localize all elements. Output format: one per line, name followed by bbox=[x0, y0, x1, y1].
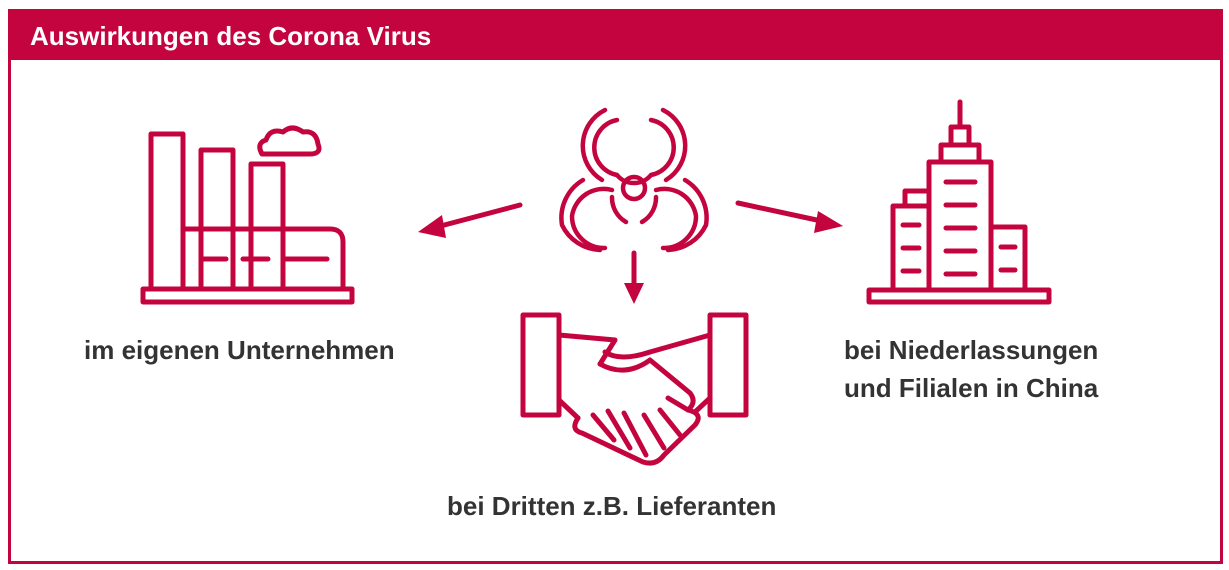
factory-icon bbox=[140, 125, 355, 305]
label-third-parties: bei Dritten z.B. Lieferanten bbox=[447, 491, 777, 521]
label-own-company: im eigenen Unternehmen bbox=[84, 335, 395, 365]
label-branches-line2: und Filialen in China bbox=[844, 373, 1099, 403]
skyscraper-icon bbox=[866, 99, 1052, 305]
biohazard-icon bbox=[559, 107, 709, 253]
label-branches-line1: bei Niederlassungen bbox=[844, 335, 1099, 365]
arrow-left bbox=[430, 202, 523, 231]
diagram-title: Auswirkungen des Corona Virus bbox=[30, 21, 432, 51]
arrowhead-left bbox=[418, 215, 446, 238]
label-branches-china: bei Niederlassungen und Filialen in Chin… bbox=[844, 331, 1098, 407]
header-bar: Auswirkungen des Corona Virus bbox=[11, 12, 1220, 60]
arrowhead-down bbox=[624, 283, 644, 304]
arrow-right bbox=[735, 200, 829, 225]
handshake-icon bbox=[520, 312, 749, 466]
arrowhead-right bbox=[814, 211, 843, 233]
